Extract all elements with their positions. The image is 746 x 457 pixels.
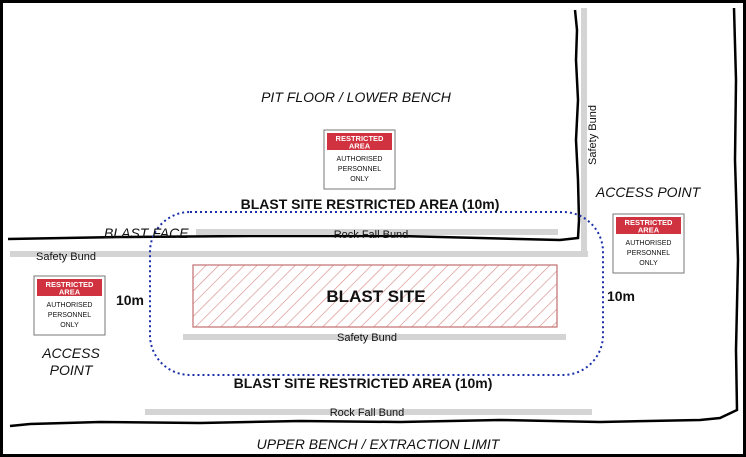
sign-body-line-3: ONLY (60, 322, 79, 329)
sign-body-line-3: ONLY (639, 260, 658, 267)
rock-fall-bund-bottom (145, 409, 592, 415)
extraction-limit-line (9, 7, 740, 428)
sign-header-line-2: AREA (349, 142, 371, 151)
sign-body-line-2: PERSONNEL (48, 312, 91, 319)
safety-bund-vertical (581, 8, 587, 256)
sign-body-line-3: ONLY (350, 176, 369, 183)
distance-left-label: 10m (116, 292, 144, 308)
access-point-left-label-2: POINT (50, 362, 94, 378)
safety-bund-inner (183, 334, 566, 340)
restricted-area-top-label: BLAST SITE RESTRICTED AREA (10m) (241, 196, 500, 212)
access-point-right-label: ACCESS POINT (595, 184, 702, 200)
restricted-area-sign-left: RESTRICTED AREA AUTHORISED PERSONNEL ONL… (33, 275, 106, 336)
sign-body-line-2: PERSONNEL (627, 250, 670, 257)
sign-header-line-1: RESTRICTED (336, 134, 385, 143)
blast-site-label: BLAST SITE (326, 287, 425, 306)
restricted-area-sign-right: RESTRICTED AREA AUTHORISED PERSONNEL ONL… (612, 213, 685, 274)
blast-site-area (192, 264, 558, 328)
pit-floor-label: PIT FLOOR / LOWER BENCH (261, 89, 452, 105)
restricted-area-bottom-label: BLAST SITE RESTRICTED AREA (10m) (234, 375, 493, 391)
distance-right-label: 10m (607, 288, 635, 304)
sign-body-line-1: AUTHORISED (626, 240, 672, 247)
sign-body-line-1: AUTHORISED (47, 302, 93, 309)
sign-header-line-1: RESTRICTED (46, 280, 95, 289)
sign-header (327, 133, 392, 150)
sign-header (616, 217, 681, 234)
sign-body-line-1: AUTHORISED (337, 156, 383, 163)
safety-bund-inner-label: Safety Bund (337, 332, 397, 344)
sign-header-line-1: RESTRICTED (625, 218, 674, 227)
sign-header-line-2: AREA (59, 288, 81, 297)
sign-header (37, 279, 102, 296)
sign-body-line-2: PERSONNEL (338, 166, 381, 173)
safety-bund-left-label: Safety Bund (36, 251, 96, 263)
sign-header-line-2: AREA (638, 226, 660, 235)
access-point-left-label-1: ACCESS (41, 345, 100, 361)
restricted-area-sign-top: RESTRICTED AREA AUTHORISED PERSONNEL ONL… (323, 129, 396, 190)
rock-fall-bund-bottom-label: Rock Fall Bund (330, 407, 405, 419)
blast-face-label: BLAST FACE (104, 225, 189, 241)
safety-bund-horizontal (10, 251, 588, 257)
rock-fall-bund-top (196, 229, 558, 235)
safety-bund-vertical-label: Safety Bund (587, 105, 599, 165)
rock-fall-bund-top-label: Rock Fall Bund (334, 229, 409, 241)
blast-face-line (7, 9, 581, 242)
restricted-area-boundary (149, 211, 604, 376)
upper-bench-label: UPPER BENCH / EXTRACTION LIMIT (257, 436, 501, 452)
